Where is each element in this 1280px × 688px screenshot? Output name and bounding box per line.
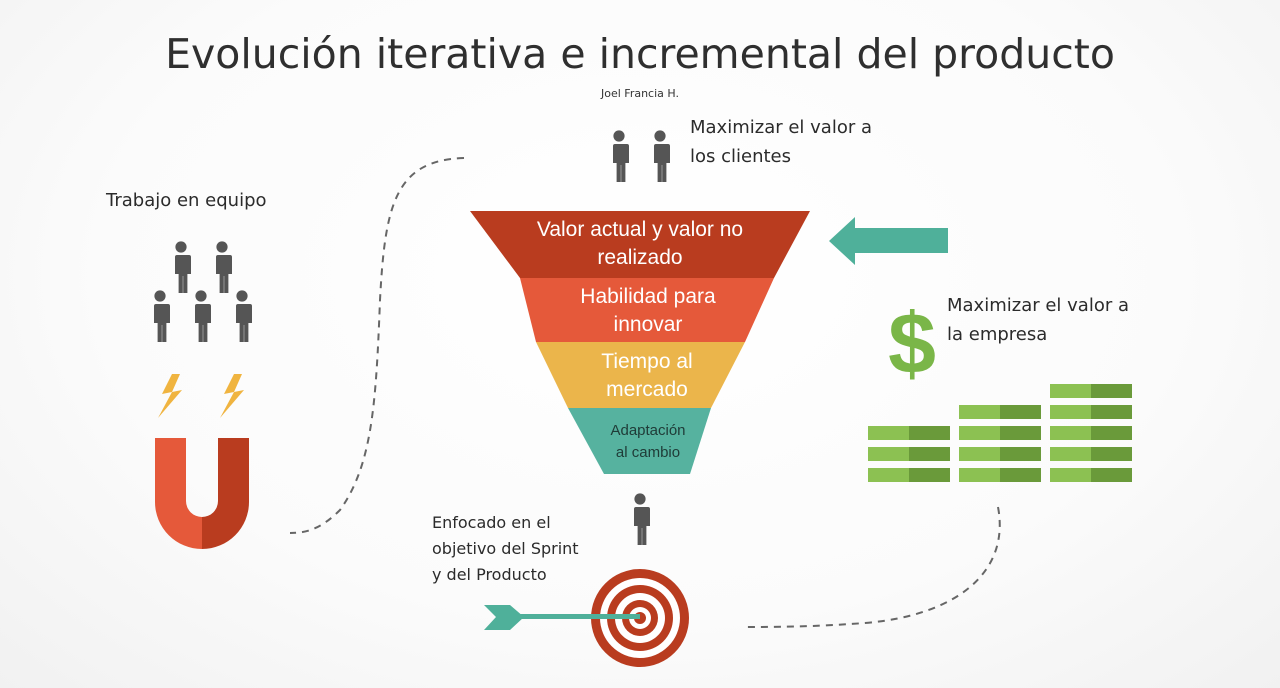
bill-left: [868, 468, 909, 482]
bill-left: [1050, 405, 1091, 419]
spark-icon: [158, 374, 182, 418]
bill-right: [1091, 426, 1132, 440]
funnel-layer-4: [568, 408, 711, 474]
connector-team-to-funnel: [289, 157, 465, 534]
teamwork-label: Trabajo en equipo: [106, 190, 267, 211]
team-icon: [152, 241, 252, 342]
person-icon: [173, 241, 191, 293]
bill-right: [1000, 426, 1041, 440]
magnet-icon: [155, 438, 249, 549]
arrow-left-icon: [829, 217, 948, 265]
bill-left: [1050, 384, 1091, 398]
bill-right: [1000, 447, 1041, 461]
bill-right: [909, 426, 950, 440]
bill-left: [959, 405, 1000, 419]
bill-right: [1091, 405, 1132, 419]
bill-left: [959, 447, 1000, 461]
customers-icon: [611, 130, 670, 182]
bill-right: [909, 468, 950, 482]
spark-icon: [220, 374, 244, 418]
person-icon: [152, 290, 170, 342]
arrow-icon: [484, 605, 640, 630]
funnel-layer-3: [536, 342, 745, 408]
funnel-layer-1: [470, 211, 810, 278]
bill-right: [1091, 447, 1132, 461]
bill-right: [1091, 468, 1132, 482]
value-funnel: [470, 211, 810, 474]
person-icon: [193, 290, 211, 342]
bill-right: [909, 447, 950, 461]
bill-left: [959, 468, 1000, 482]
bill-right: [1000, 468, 1041, 482]
bill-left: [1050, 468, 1091, 482]
person-icon: [611, 130, 629, 182]
money-stacks-icon: [868, 384, 1132, 482]
slide-title: Evolución iterativa e incremental del pr…: [165, 30, 1115, 78]
dollar-icon: $: [888, 296, 936, 392]
person-icon: [632, 493, 650, 545]
bill-right: [1000, 405, 1041, 419]
person-icon: [214, 241, 232, 293]
spark-icons: [158, 374, 244, 418]
bill-left: [868, 447, 909, 461]
connector-money-to-target: [741, 506, 1001, 628]
bill-left: [959, 426, 1000, 440]
person-icon: [234, 290, 252, 342]
funnel-layer-2: [520, 278, 774, 342]
bill-right: [1091, 384, 1132, 398]
bill-left: [1050, 426, 1091, 440]
bill-left: [1050, 447, 1091, 461]
bill-left: [868, 426, 909, 440]
person-icon: [652, 130, 670, 182]
dashed-connectors: [289, 157, 1001, 628]
author-name: Joel Francia H.: [601, 87, 679, 100]
